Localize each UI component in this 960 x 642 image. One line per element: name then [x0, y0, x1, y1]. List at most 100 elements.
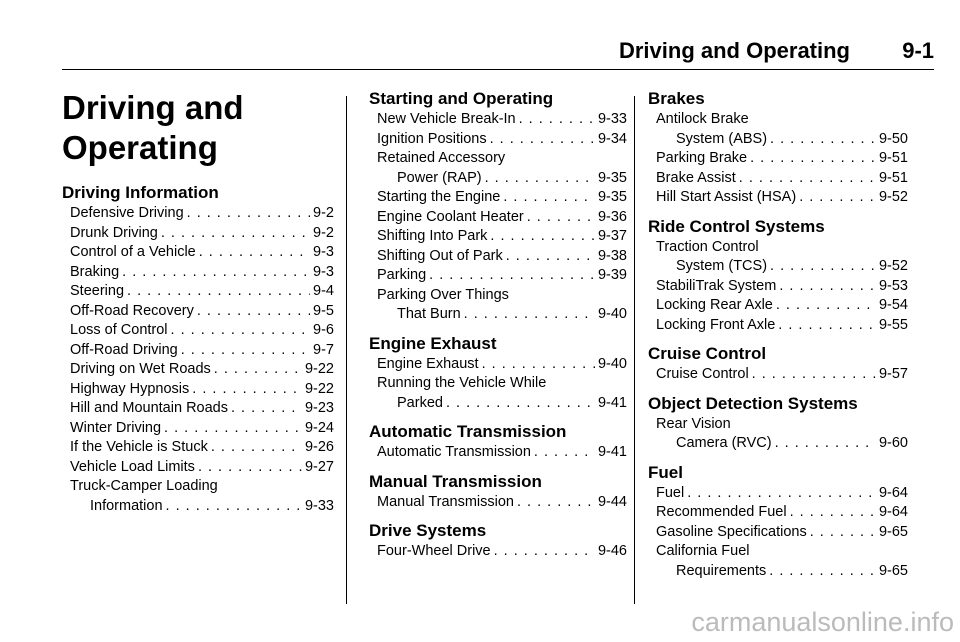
toc-entry[interactable]: Cruise Control9-57 — [648, 365, 908, 385]
toc-entry[interactable]: Vehicle Load Limits 9-27 — [62, 458, 334, 478]
toc-entry[interactable]: Locking Rear Axle9-54 — [648, 296, 908, 316]
toc-entry-page: 9-34 — [597, 130, 627, 147]
section-heading: Cruise Control — [648, 344, 767, 363]
dot-leader — [231, 399, 302, 419]
toc-entry[interactable]: Requirements9-65 — [648, 562, 908, 582]
page-header: Driving and Operating 9-1 — [0, 0, 960, 70]
toc-entry[interactable]: System (TCS)9-52 — [648, 257, 908, 277]
toc-entry[interactable]: StabiliTrak System9-53 — [648, 277, 908, 297]
toc-entry[interactable]: Camera (RVC) 9-60 — [648, 434, 908, 454]
section-heading: Drive Systems — [369, 521, 487, 540]
toc-column-1: Driving and Operating Driving Informatio… — [62, 88, 334, 524]
toc-entry[interactable]: Engine Coolant Heater9-36 — [369, 208, 627, 228]
toc-entry[interactable]: Driving on Wet Roads9-22 — [62, 360, 334, 380]
toc-entry-page: 9-60 — [878, 435, 908, 451]
toc-entry[interactable]: Control of a Vehicle9-3 — [62, 243, 334, 263]
toc-entry-title: Vehicle Load Limits — [70, 458, 195, 475]
toc-entry[interactable]: Hill and Mountain Roads9-23 — [62, 399, 334, 419]
toc-entry-page: 9-52 — [878, 189, 908, 205]
toc-entry[interactable]: Shifting Out of Park9-38 — [369, 247, 627, 267]
toc-entry[interactable]: Engine Exhaust9-40 — [369, 355, 627, 375]
toc-entry[interactable]: Loss of Control9-6 — [62, 321, 334, 341]
column-divider — [634, 96, 635, 604]
header-title: Driving and Operating — [618, 38, 850, 63]
toc-entry[interactable]: Automatic Transmission9-41 — [369, 443, 627, 463]
toc-entry-label: California Fuel — [656, 543, 750, 559]
toc-entry[interactable]: Parking Brake9-51 — [648, 149, 908, 169]
toc-entry-page: 9-64 — [878, 484, 908, 501]
toc-entry-label: Rear Vision — [656, 415, 731, 432]
toc-entry[interactable]: Four-Wheel Drive9-46 — [369, 542, 627, 562]
dot-leader — [517, 493, 595, 513]
toc-entry[interactable]: That Burn 9-40 — [369, 305, 627, 325]
toc-entry[interactable]: New Vehicle Break-In9-33 — [369, 110, 627, 130]
toc-entry[interactable]: Power (RAP)9-35 — [369, 169, 627, 189]
toc-entry-title: System (TCS) — [676, 258, 768, 274]
toc-entry[interactable]: System (ABS)9-50 — [648, 130, 908, 150]
toc-entry-title: Steering — [70, 283, 125, 299]
toc-entry[interactable]: Shifting Into Park9-37 — [369, 227, 627, 247]
toc-entry-page: 9-35 — [597, 189, 627, 205]
toc-entry-title: Off-Road Recovery — [70, 302, 194, 319]
toc-entry[interactable]: Defensive Driving9-2 — [62, 204, 334, 224]
toc-entry-page: 9-50 — [878, 130, 908, 147]
toc-entry-page: 9-2 — [313, 224, 334, 241]
dot-leader — [810, 523, 876, 543]
dot-leader — [769, 562, 876, 582]
dot-leader — [485, 169, 595, 189]
toc-entry[interactable]: Ignition Positions9-34 — [369, 130, 627, 150]
toc-entry-title: Cruise Control — [656, 366, 749, 382]
toc-entry-label: Parking Over Things — [377, 286, 509, 303]
toc-entry[interactable]: Highway Hypnosis9-22 — [62, 380, 334, 400]
toc-entry[interactable]: If the Vehicle is Stuck9-26 — [62, 438, 334, 458]
toc-entry-title: Starting the Engine — [377, 189, 501, 205]
toc-entry[interactable]: Steering9-4 — [62, 282, 334, 302]
toc-entry[interactable]: Off-Road Driving9-7 — [62, 341, 334, 361]
toc-entry[interactable]: Hill Start Assist (HSA)9-52 — [648, 188, 908, 208]
toc-entry[interactable]: Recommended Fuel9-64 — [648, 503, 908, 523]
toc-entry-page: 9-40 — [597, 306, 627, 322]
toc-entry[interactable]: Locking Front Axle9-55 — [648, 316, 908, 336]
toc-entry[interactable]: Fuel9-64 — [648, 484, 908, 504]
toc-entry[interactable]: Parked9-41 — [369, 394, 627, 414]
toc-entry-title: Requirements — [676, 562, 767, 579]
toc-entry-title: Information — [90, 497, 163, 514]
dot-leader — [164, 419, 302, 439]
toc-entry[interactable]: Starting the Engine 9-35 — [369, 188, 627, 208]
toc-entry[interactable]: Parking9-39 — [369, 266, 627, 286]
toc-entry[interactable]: Winter Driving9-24 — [62, 419, 334, 439]
toc-entry[interactable]: Drunk Driving9-2 — [62, 224, 334, 244]
chapter-title: Driving and Operating — [62, 89, 244, 166]
toc-entry-page: 9-26 — [304, 439, 334, 455]
toc-entry-title: Braking — [70, 263, 120, 280]
toc-entry[interactable]: Manual Transmission9-44 — [369, 493, 627, 513]
toc-entry-title: Camera (RVC) — [676, 435, 772, 451]
toc-entry-page: 9-27 — [304, 458, 334, 475]
toc-entry-label: Traction Control — [656, 238, 759, 255]
toc-entry-page: 9-33 — [304, 497, 334, 514]
toc-entry-title: That Burn — [397, 306, 461, 322]
toc-entry[interactable]: Braking9-3 — [62, 263, 334, 283]
dot-leader — [166, 497, 302, 517]
toc-entry-title: Automatic Transmission — [377, 444, 531, 460]
toc-entry[interactable]: Off-Road Recovery9-5 — [62, 302, 334, 322]
toc-entry-page: 9-2 — [313, 205, 334, 221]
toc-entry-page: 9-6 — [313, 322, 334, 338]
toc-entry[interactable]: Brake Assist9-51 — [648, 169, 908, 189]
header-page-number: 9-1 — [902, 38, 934, 63]
dot-leader — [464, 305, 595, 325]
toc-entry[interactable]: Gasoline Specifications9-65 — [648, 523, 908, 543]
dot-leader — [494, 542, 595, 562]
toc-entry-page: 9-3 — [313, 244, 334, 260]
dot-leader — [687, 484, 876, 504]
toc-entry-title: Manual Transmission — [377, 493, 514, 510]
toc-entry[interactable]: Information 9-33 — [62, 497, 334, 517]
toc-entry-label: Retained Accessory — [377, 150, 506, 166]
